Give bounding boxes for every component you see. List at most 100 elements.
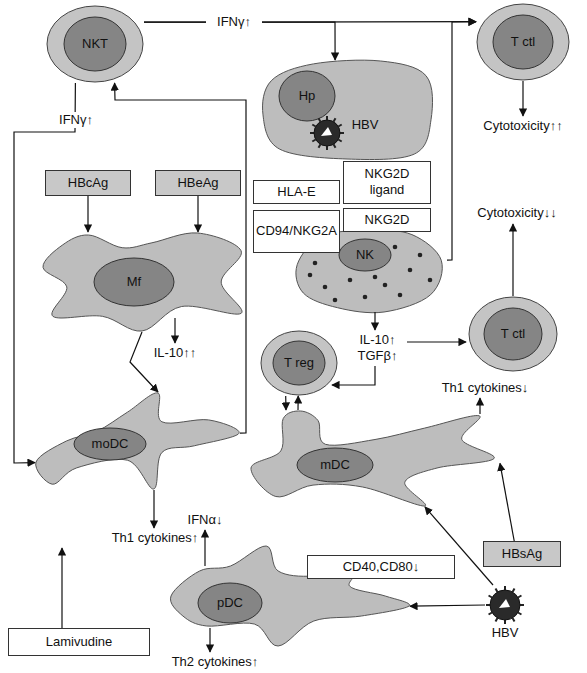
receptor-box: NKG2D [343,208,431,232]
virus-spike [326,116,328,120]
cell-body [296,230,442,313]
marker-box: CD40,CD80↓ [307,555,455,579]
connector-arrow [285,396,286,410]
leader-arrow [407,341,466,342]
annotation-text: IL-10↑ TGFβ↑ [350,332,405,364]
node-text: NKG2D ligand [357,166,417,198]
virus-spike [338,125,341,127]
antigen-box: HBeAg [155,170,241,196]
macrophage: Mf [42,232,242,332]
box-outline [254,181,340,204]
shape-outline [309,115,345,151]
node-text: T reg [269,355,329,371]
virus-spike [312,125,315,127]
granule-dot [323,285,328,290]
leader-arrow [479,398,480,414]
virus-spike [504,620,506,624]
cell-nucleus [484,308,542,360]
virus-core [321,127,332,136]
annotation-text: Cytotoxicity↑↑ [468,118,578,134]
cell-body [36,393,240,489]
node-text: mDC [305,457,365,473]
cell-membrane [469,297,557,371]
granule-dot [408,268,413,273]
antigen-box: HBcAg [45,170,131,196]
cell-nucleus [297,448,373,482]
shape-outline [42,232,242,332]
annotation-text: IFNα↓ [180,512,230,528]
t-cell: T ctl [476,3,570,81]
dendritic-cell: mDC [250,410,500,507]
box-outline [254,211,340,253]
annotation-text: Cytotoxicity↓↓ [462,205,572,221]
leader-arrow [61,548,62,628]
virus-spike [334,118,336,121]
node-text: T ctl [493,34,553,50]
granule-dot [418,253,423,258]
node-text: CD94/NKG2A [253,223,340,239]
virus-spike [310,132,314,134]
node-text: NKG2D [343,212,431,228]
box-outline [484,542,561,567]
box-outline [9,629,150,656]
leader-arrow [204,530,205,566]
box-outline [308,556,455,579]
virus-spike [340,132,344,134]
virus-spike [496,618,498,621]
cell-body [43,233,242,331]
virus-icon: HBV [309,115,345,151]
nkt-cell: NKT [46,5,144,83]
node-text: HBsAg [483,546,561,562]
box-outline [344,209,431,232]
granule-dot [393,245,398,250]
node-text: HLA-E [253,184,340,200]
cell-nucleus [493,15,553,69]
dendritic-cell: moDC [35,392,240,490]
virus-spike [518,613,521,615]
granule-dot [383,283,388,288]
virus-spike [334,144,336,147]
virus-core [499,599,510,608]
t-cell: T ctl [468,296,558,372]
node-text: Hp [277,88,337,104]
leader-arrow [153,490,154,528]
shape-outline [250,410,500,507]
node-text: Lamivudine [8,634,150,650]
virus-spike [513,618,515,621]
receptor-box: CD94/NKG2A [253,210,340,253]
receptor-box: HLA-E [253,180,340,204]
granule-dot [398,293,403,298]
annotation-text: Th2 cytokines↑ [160,654,270,670]
virus-spike [489,596,492,598]
box-outline [156,171,241,196]
node-text: HBV [345,117,385,133]
virus-spike [496,589,498,592]
cell-nucleus [339,239,391,271]
antigen-box: HBsAg [483,541,561,567]
leader-arrow [522,81,523,116]
node-text: CD40,CD80↓ [307,559,455,575]
cell-body [263,60,433,159]
node-text: pDC [200,595,260,611]
shape-outline [35,392,240,490]
leader-arrow [209,628,210,652]
connector-arrow [410,605,485,606]
virus-icon: HBV [485,585,525,625]
connector-arrow [500,463,514,541]
cell-membrane [47,6,143,82]
cell-membrane [261,331,337,395]
granule-dot [373,275,378,280]
virus-spike [312,140,315,142]
virus-spike [486,604,490,606]
virus-capsid [314,120,340,146]
virus-spike [504,586,506,590]
node-text: Mf [114,274,154,290]
connector-arrow [197,196,198,232]
drug-box: Lamivudine [8,628,150,656]
annotation-text: Th1 cytokines↓ [430,380,540,396]
granule-dot [428,278,433,283]
node-text: NKT [65,36,125,52]
cell-body [251,411,494,506]
node-text: HBcAg [45,175,131,191]
